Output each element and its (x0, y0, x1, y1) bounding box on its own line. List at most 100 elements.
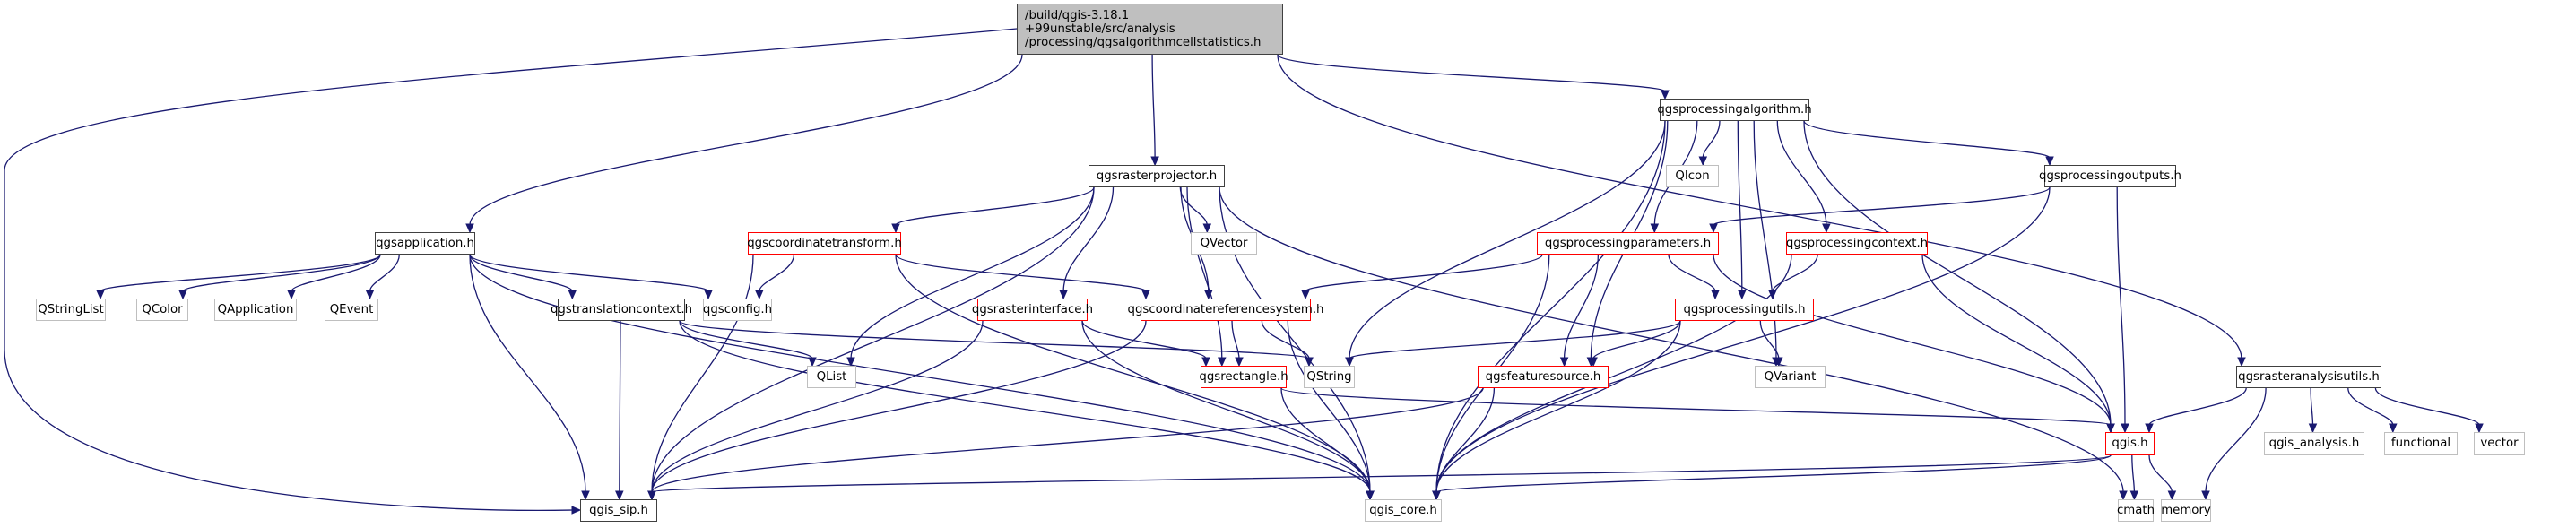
arrowhead-qgsprocessingparameters-to-qgsprocessingutils (1711, 290, 1720, 300)
arrowhead-qgsrasteranalysisutils-to-qgis_analysis (2308, 423, 2318, 434)
node-qgsrasteranalysisutils[interactable]: qgsrasteranalysisutils.h (2236, 366, 2381, 388)
edge-qgsapplication-to-qgis_sip (469, 254, 586, 493)
arrowhead-qgsrasteranalysisutils-to-memory (2201, 490, 2210, 501)
edge-qgsprocessingalgorithm-to-QIcon (1702, 120, 1721, 159)
edge-qgsprocessingoutputs-to-qgis_core (1435, 186, 2051, 493)
arrowhead-qgsrasteranalysisutils-to-functional (2389, 423, 2398, 434)
edge-qgscoordinatereferencesystem-to-qgis_core (1287, 320, 1371, 493)
edge-qgsprocessingutils-to-qgsfeaturesource (1592, 320, 1681, 359)
node-qgis-sip[interactable]: qgis_sip.h (580, 499, 657, 522)
arrowhead-qgscoordinatetransform-to-qgscoordinatereferencesystem (1141, 290, 1150, 300)
node-qgsprocessingalgorithm[interactable]: qgsprocessingalgorithm.h (1657, 99, 1812, 121)
arrowhead-qgsprocessingcontext-to-qgsprocessingutils (1768, 290, 1777, 300)
arrowhead-qgscoordinatereferencesystem-to-QString (1305, 357, 1314, 368)
arrowhead-qgsprocessingparameters-to-qgsfeaturesource (1559, 357, 1569, 368)
edge-qgsprocessingoutputs-to-qgis (2116, 186, 2126, 426)
node-vector: vector (2474, 432, 2525, 455)
edge-qgsprocessingcontext-to-qgis_core (1435, 254, 1792, 493)
arrowhead-qgsrasterprojector-to-QVector (1202, 223, 1212, 234)
edge-root-to-qgsapplication (469, 54, 1023, 226)
node-functional: functional (2384, 432, 2458, 455)
edge-qgsapplication-to-QEvent (369, 254, 400, 292)
edge-root-to-qgsprocessingalgorithm (1277, 54, 1666, 92)
edge-qgsrasterprojector-to-qgis_sip (651, 186, 1095, 493)
edge-qgsrasterinterface-to-qgis_core (1081, 320, 1371, 493)
arrowhead-qgsprocessingalgorithm-to-qgsprocessingoutputs (2045, 156, 2054, 167)
arrowhead-qgsrasterprojector-to-qgsrectangle (1218, 357, 1227, 368)
edge-qgscoordinatereferencesystem-to-qgis_sip (651, 320, 1147, 493)
arrowhead-qgstranslationcontext-to-QList (808, 357, 817, 368)
arrowhead-qgis-to-memory (2167, 490, 2177, 501)
edge-qgstranslationcontext-to-QList (679, 320, 813, 359)
edge-qgstranslationcontext-to-qgis_core (679, 320, 1371, 493)
edge-root-to-qgsrasteranalysisutils (1277, 54, 2242, 359)
node-qevent: QEvent (325, 299, 378, 321)
edge-qgis-to-cmath (2131, 454, 2136, 493)
node-qgis[interactable]: qgis.h (2105, 432, 2155, 455)
node-qgsapplication[interactable]: qgsapplication.h (375, 232, 475, 255)
edge-qgsfeaturesource-to-qgis_core (1435, 387, 1496, 493)
node-qgsrectangle[interactable]: qgsrectangle.h (1199, 366, 1288, 388)
edge-qgsrasterprojector-to-QVector (1179, 186, 1208, 226)
edge-qgsrasteranalysisutils-to-qgis_analysis (2310, 387, 2314, 426)
arrowhead-qgis-to-qgis_sip (647, 490, 656, 501)
node-qstringlist: QStringList (36, 299, 106, 321)
edge-qgsprocessingalgorithm-to-qgis (1803, 120, 2112, 426)
edge-qgsrasteranalysisutils-to-vector (2374, 387, 2480, 426)
arrowhead-qgscoordinatetransform-to-qgsconfig (755, 290, 764, 300)
arrowhead-qgsprocessingoutputs-to-qgis (2121, 423, 2129, 434)
node-qgsprocessingutils[interactable]: qgsprocessingutils.h (1675, 299, 1814, 321)
node-qgsprocessingcontext[interactable]: qgsprocessingcontext.h (1786, 232, 1928, 255)
edge-qgstranslationcontext-to-QString (679, 320, 1310, 359)
edge-qgsprocessingparameters-to-qgsprocessingutils (1668, 254, 1716, 292)
edge-qgsprocessingutils-to-QVariant (1759, 320, 1780, 359)
edge-qgsprocessingalgorithm-to-qgsprocessingutils (1737, 120, 1743, 292)
node-qgsprocessingoutputs[interactable]: qgsprocessingoutputs.h (2039, 165, 2181, 187)
node-qgsconfig: qgsconfig.h (703, 299, 772, 321)
arrowhead-qgsrectangle-to-qgis (2106, 423, 2115, 434)
arrowhead-qgsrasterprojector-to-qgscoordinatetransform (891, 223, 900, 234)
edge-qgscoordinatereferencesystem-to-qgsrectangle (1231, 320, 1240, 359)
arrowhead-qgsprocessingalgorithm-to-qgsprocessingcontext (1822, 223, 1831, 234)
node-qgsprocessingparameters[interactable]: qgsprocessingparameters.h (1537, 232, 1719, 255)
arrowhead-qgsrasterprojector-to-qgsrasterinterface (1059, 290, 1068, 300)
arrowhead-qgsapplication-to-qgsconfig (704, 290, 713, 300)
edge-qgsapplication-to-QApplication (291, 254, 381, 292)
edge-qgsapplication-to-qgstranslationcontext (469, 254, 573, 292)
edge-root-to-qgsrasterprojector (1151, 54, 1156, 159)
node-qgsrasterinterface[interactable]: qgsrasterinterface.h (972, 299, 1093, 321)
edge-qgsrasterprojector-to-qgsrectangle (1186, 186, 1223, 359)
arrowhead-qgsrasteranalysisutils-to-qgis (2145, 423, 2154, 434)
edge-qgsprocessingparameters-to-qgscoordinatereferencesystem (1305, 254, 1543, 292)
edge-qgsrasteranalysisutils-to-qgis (2148, 387, 2247, 426)
node-memory: memory (2161, 499, 2211, 522)
node-qgsrasterprojector[interactable]: qgsrasterprojector.h (1089, 165, 1225, 187)
node-qgscoordinatereferencesystem[interactable]: qgscoordinatereferencesystem.h (1128, 299, 1323, 321)
edge-qgis-to-qgis_sip (651, 454, 2112, 493)
edge-qgsprocessingalgorithm-to-QString (1349, 120, 1666, 359)
node-qapplication: QApplication (214, 299, 297, 321)
node-qvariant: QVariant (1755, 366, 1826, 388)
node-qgscoordinatetransform[interactable]: qgscoordinatetransform.h (747, 232, 902, 255)
arrowhead-qgsrasterinterface-to-qgsrectangle (1201, 357, 1210, 368)
node-qgis-analysis: qgis_analysis.h (2264, 432, 2364, 455)
edge-root-to-qgis_sip (4, 28, 1018, 512)
arrowhead-root-to-qgis_sip (571, 506, 582, 515)
arrowhead-qgsapplication-to-QColor (178, 290, 187, 300)
arrowhead-root-to-qgsprocessingalgorithm (1661, 90, 1670, 100)
arrowhead-qgsapplication-to-QApplication (287, 290, 296, 300)
edge-qgsprocessingutils-to-qgis_core (1435, 320, 1681, 493)
node-qgsfeaturesource[interactable]: qgsfeaturesource.h (1478, 366, 1609, 388)
edge-qgsrasterprojector-to-cmath (1219, 186, 2124, 493)
edge-qgscoordinatetransform-to-qgis_sip (651, 254, 754, 493)
edge-qgsprocessingcontext-to-qgis (1921, 254, 2112, 426)
edge-qgsapplication-to-qgsconfig (469, 254, 709, 292)
node-qgstranslationcontext[interactable]: qgstranslationcontext.h (551, 299, 692, 321)
edge-qgis-to-memory (2148, 454, 2173, 493)
arrowhead-qgsrasterprojector-to-QList (846, 357, 855, 368)
arrowhead-qgsprocessingalgorithm-to-qgsprocessingutils (1738, 290, 1747, 300)
arrowhead-qgis-to-cmath (2129, 490, 2139, 501)
arrowhead-root-to-qgsrasterprojector (1150, 156, 1159, 167)
arrowhead-qgsapplication-to-QEvent (365, 290, 375, 300)
edge-qgscoordinatetransform-to-qgsconfig (759, 254, 795, 292)
